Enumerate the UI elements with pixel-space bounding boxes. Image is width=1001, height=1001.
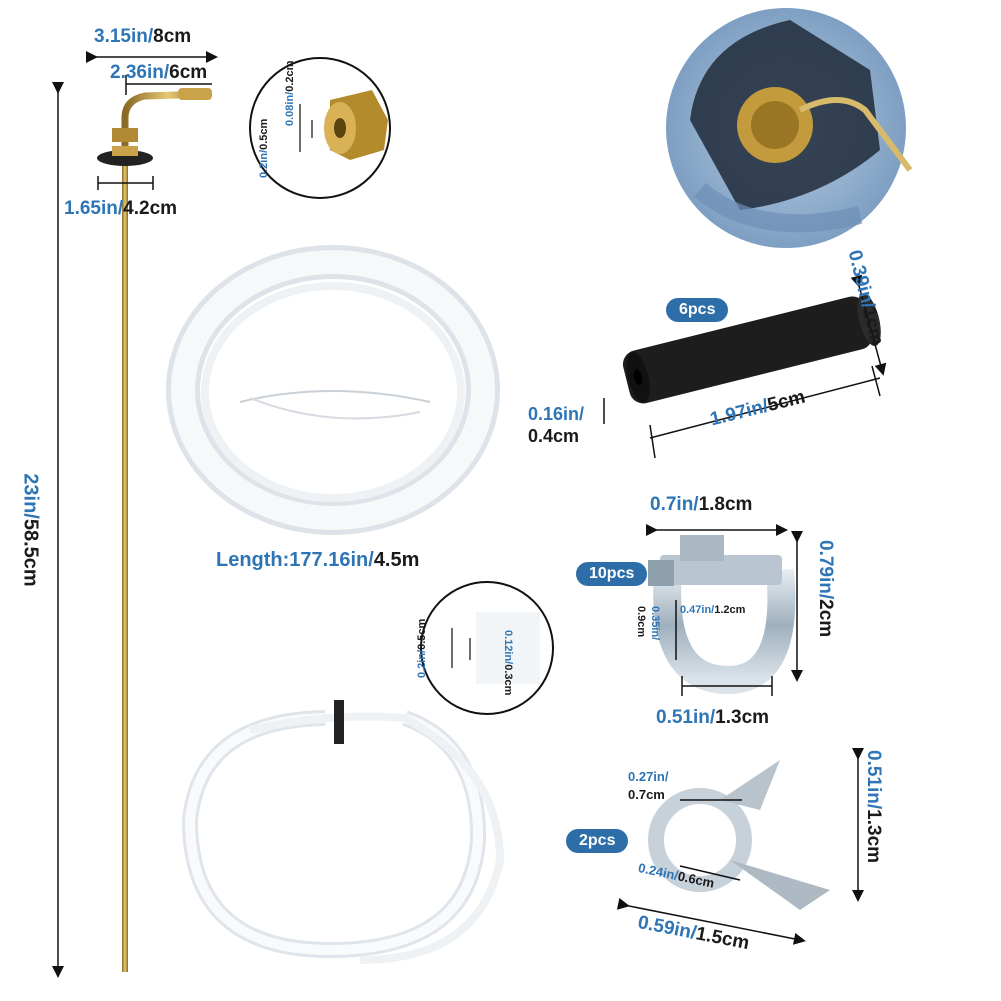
hose-clamp bbox=[646, 524, 803, 696]
sleeves-qty-badge: 6pcs bbox=[666, 298, 729, 322]
nut-zoom-circle bbox=[249, 57, 391, 199]
rod-bend-label: 2.36in/6cm bbox=[110, 62, 208, 83]
clamp-band-label: 0.35in/0.9cm bbox=[635, 606, 661, 641]
rod-base-label: 1.65in/4.2cm bbox=[64, 198, 178, 219]
tube-outer-label: 0.2in/0.5cm bbox=[416, 618, 428, 678]
rod-width-top-label: 3.15in/8cm bbox=[94, 26, 192, 47]
clamp-width-label: 0.7in/1.8cm bbox=[650, 494, 753, 515]
rod-length-label: 23in/58.5cm bbox=[19, 473, 42, 587]
nut-label-b: 0.2in/0.5cm bbox=[258, 118, 270, 178]
tube-zoom-circle bbox=[420, 581, 554, 715]
clamp-height-label: 0.79in/2cm bbox=[815, 540, 836, 638]
spring-clip bbox=[616, 748, 864, 945]
clamp-inner-label: 0.47in/1.2cm bbox=[680, 604, 746, 616]
springs-qty-badge: 2pcs bbox=[566, 829, 629, 853]
clamp-base-label: 0.51in/1.3cm bbox=[656, 707, 770, 728]
spring-height-label: 0.51in/1.3cm bbox=[863, 750, 884, 864]
hose-coil-large bbox=[166, 245, 500, 535]
tank-photo-circle bbox=[666, 8, 913, 248]
sleeve-inner-label: 0.16in/0.4cm bbox=[528, 404, 585, 446]
hose-coil-small bbox=[181, 700, 505, 964]
pickup-rod bbox=[97, 88, 212, 972]
nut-label-a: 0.08in/0.2cm bbox=[284, 60, 296, 126]
foam-sleeve bbox=[603, 274, 887, 459]
tube-inner-label: 0.12in/0.3cm bbox=[502, 630, 514, 696]
rod-dimension-lines bbox=[52, 51, 218, 978]
spring-top-label: 0.27in/0.7cm bbox=[628, 769, 669, 802]
clamps-qty-badge: 10pcs bbox=[576, 562, 648, 586]
hose-length-label: Length:177.16in/4.5m bbox=[216, 549, 420, 571]
